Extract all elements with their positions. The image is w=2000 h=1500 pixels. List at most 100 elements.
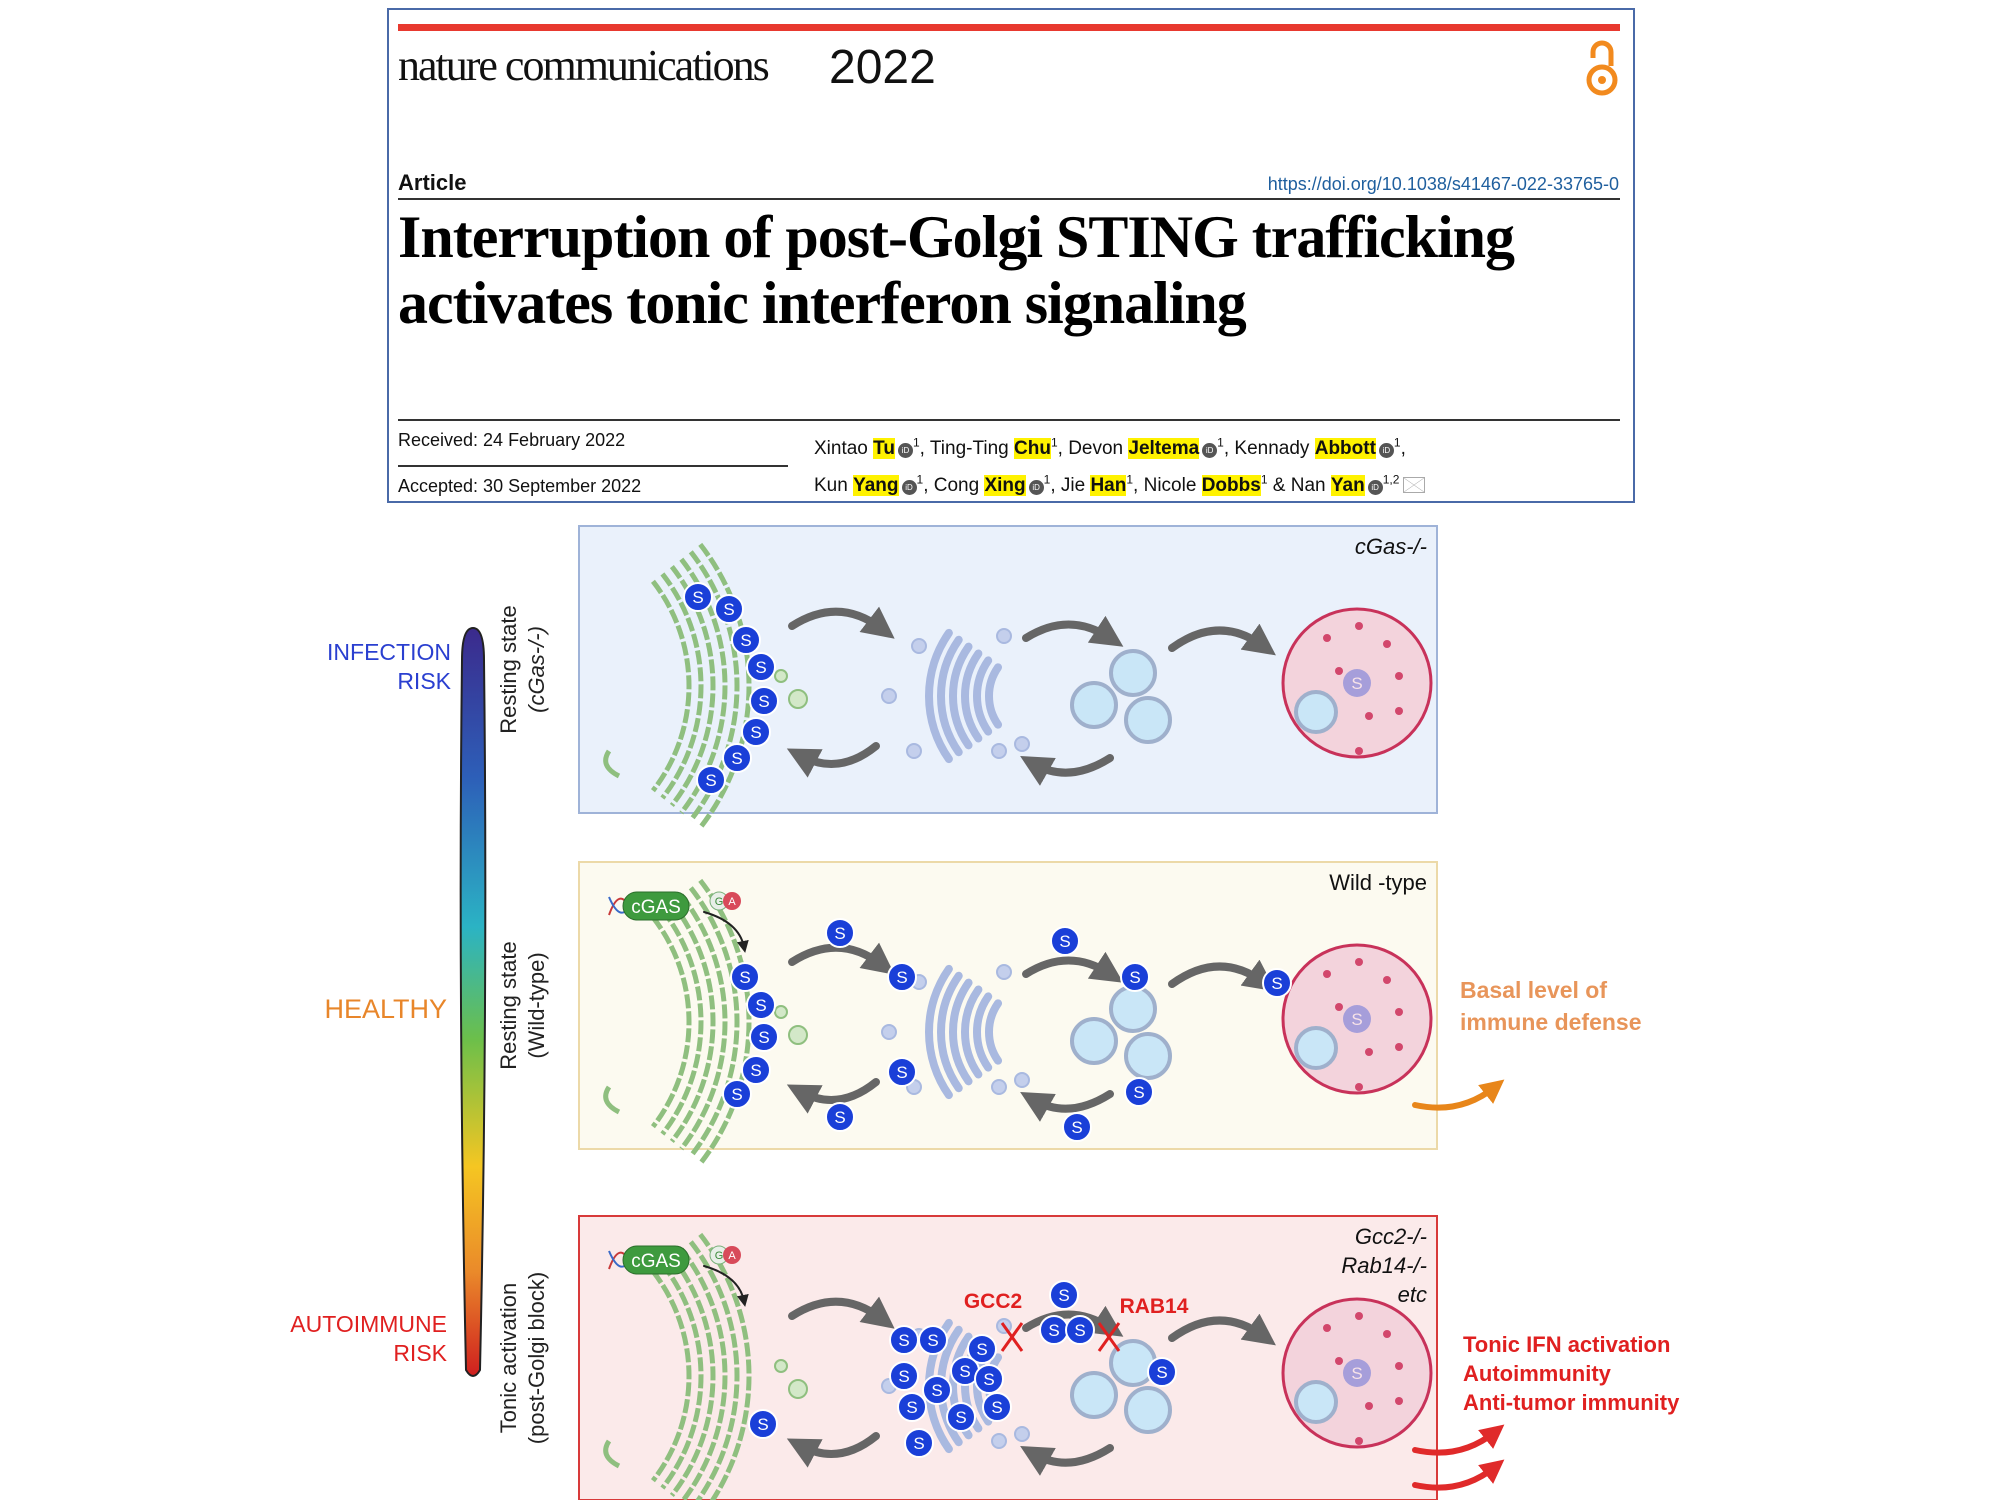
doi-link[interactable]: https://doi.org/10.1038/s41467-022-33765… [1267, 174, 1619, 194]
golgi-cisterna [985, 999, 1003, 1065]
genotype-label: etc [1398, 1282, 1427, 1307]
sting-badge: S [1124, 1077, 1154, 1107]
cgas-sensor: cGAS [608, 891, 690, 921]
cgas-label: cGAS [631, 897, 681, 918]
sting-badge: S [731, 625, 761, 655]
golgi-vesicle [996, 628, 1012, 644]
email-icon[interactable] [1403, 476, 1426, 493]
sting-label: S [1351, 1364, 1362, 1383]
sting-label: S [896, 1063, 907, 1082]
orcid-icon[interactable] [897, 443, 913, 459]
row-label-line-2: (cGas-/-) [524, 626, 549, 713]
author[interactable]: Devon Jeltema1, [1068, 436, 1235, 460]
er-vesicle-icon [774, 669, 788, 683]
sting-badge: S [746, 990, 776, 1020]
sting-label: S [1351, 1010, 1362, 1029]
outcome-line: Tonic IFN activation [1463, 1332, 1670, 1357]
er-membrane [650, 579, 692, 793]
sting-circle [722, 743, 752, 773]
golgi-vesicle [996, 964, 1012, 980]
outcome-line: Basal level of [1460, 977, 1607, 1003]
sting-badge: S [1049, 1280, 1079, 1310]
author-first-name: Ting-Ting [929, 438, 1009, 460]
trafficking-arrow-icon [1020, 1090, 1114, 1122]
genotype-label: Rab14-/- [1341, 1253, 1427, 1278]
lysosome-dot [1323, 634, 1331, 642]
author-last-name: Tu [873, 438, 895, 460]
sting-badge: S [946, 1402, 976, 1432]
author[interactable]: Kennady Abbott1, [1234, 436, 1406, 460]
sting-badge: S [967, 1334, 997, 1364]
sting-label: S [955, 1408, 966, 1427]
sting-label: S [705, 771, 716, 790]
er-membrane [669, 1255, 716, 1497]
sting-label: S [976, 1340, 987, 1359]
lysosome-icon: S [1281, 1297, 1433, 1449]
golgi-vesicle [991, 1433, 1007, 1449]
lysosome-dot [1355, 1083, 1363, 1091]
sting-circle [982, 1392, 1012, 1422]
sting-circle [1065, 1315, 1095, 1345]
golgi-cisterna [937, 635, 963, 757]
er-vesicle-icon [788, 1025, 808, 1045]
separator: , [1223, 438, 1235, 460]
author[interactable]: Ting-Ting Chu1, [929, 436, 1069, 460]
orcid-icon[interactable] [901, 479, 917, 495]
er-membrane [698, 1232, 752, 1500]
golgi-vesicle [911, 638, 927, 654]
author[interactable]: Nan Yan1,2 [1291, 472, 1399, 496]
author-first-name: Cong [933, 474, 980, 496]
author[interactable]: Kun Yang1, [814, 472, 934, 496]
sting-label: S [1156, 1363, 1167, 1382]
sting-label: S [834, 924, 845, 943]
sting-circle [748, 1409, 778, 1439]
sting-label: S [991, 1398, 1002, 1417]
orcid-icon[interactable] [1367, 479, 1383, 495]
lysosome-dot [1383, 1330, 1391, 1338]
author[interactable]: Nicole Dobbs1 & [1144, 472, 1291, 496]
author-line-1: Xintao Tu1, Ting-Ting Chu1, Devon Jeltem… [814, 428, 1425, 464]
trafficking-arrow-icon [1022, 615, 1124, 647]
sting-badge: S [974, 1364, 1004, 1394]
golgi-cisterna [925, 628, 953, 764]
sting-badge: S [741, 717, 771, 747]
orcid-icon[interactable] [1202, 443, 1218, 459]
sting-circle [746, 652, 776, 682]
sting-circle [967, 1334, 997, 1364]
affiliation-number: 1 [912, 436, 920, 450]
sting-badge: S [904, 1428, 934, 1458]
author[interactable]: Cong Xing1, [933, 472, 1061, 496]
golgi-vesicle [991, 1079, 1007, 1095]
sting-label: S [731, 749, 742, 768]
sting-label: S [834, 1108, 845, 1127]
article-header: nature communications 2022 Article https… [387, 8, 1635, 503]
sting-badge: S [1262, 968, 1292, 998]
sting-circle [904, 1428, 934, 1458]
lysosome-dot [1355, 747, 1363, 755]
author-last-name: Chu [1014, 438, 1051, 460]
sting-badge: S [714, 594, 744, 624]
sting-circle [1343, 669, 1371, 697]
author[interactable]: Xintao Tu1, [814, 436, 930, 460]
er-vesicle-icon [788, 1379, 808, 1399]
separator: , [1057, 438, 1069, 460]
orcid-icon[interactable] [1378, 443, 1394, 459]
golgi-vesicle [881, 1024, 897, 1040]
lysosome-dot [1395, 1043, 1403, 1051]
golgi-cisterna [985, 663, 1003, 729]
lysosome-icon: S [1281, 943, 1433, 1095]
sting-label: S [758, 692, 769, 711]
row-label: Resting state(cGas-/-) [496, 605, 549, 733]
lysosome-dot [1335, 1357, 1343, 1365]
g-label: G [715, 1250, 724, 1262]
author-last-name: Han [1090, 474, 1127, 496]
author-last-name: Dobbs [1201, 474, 1261, 496]
er-membrane [688, 886, 740, 1158]
sting-badge: S [922, 1375, 952, 1405]
article-type: Article [398, 170, 467, 195]
author[interactable]: Jie Han1, [1061, 472, 1144, 496]
orcid-icon[interactable] [1028, 479, 1044, 495]
sting-label: S [1058, 1286, 1069, 1305]
lysosome-dot [1355, 958, 1363, 966]
